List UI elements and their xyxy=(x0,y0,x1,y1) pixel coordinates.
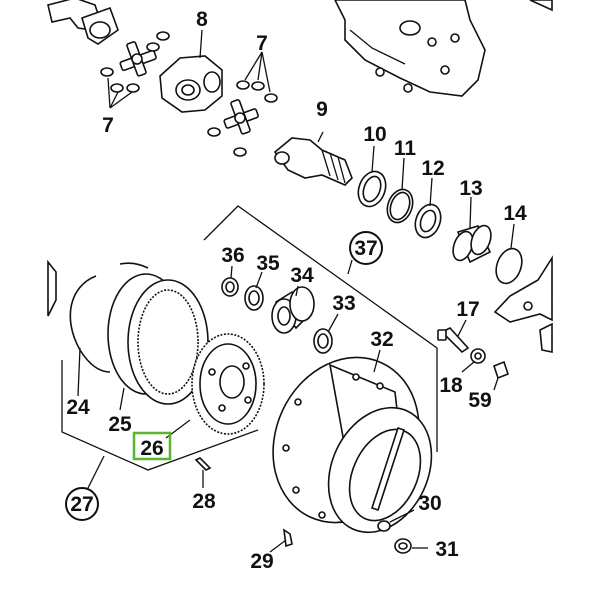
label-13: 13 xyxy=(459,177,482,200)
bolt-17 xyxy=(437,319,470,354)
bearing-33 xyxy=(313,313,339,354)
label-14: 14 xyxy=(503,202,527,225)
seal-10 xyxy=(357,145,387,208)
steering-knuckle-fragment xyxy=(493,255,553,353)
center-yoke-8 xyxy=(159,55,223,113)
label-7-right: 7 xyxy=(256,32,268,55)
label-35: 35 xyxy=(256,252,280,275)
ring-gear-25 xyxy=(107,273,209,411)
housing-edge-left xyxy=(47,259,57,317)
circlip-11 xyxy=(386,157,414,224)
label-8: 8 xyxy=(196,8,208,31)
bracket-27 xyxy=(61,360,259,493)
label-30: 30 xyxy=(418,492,441,515)
bracket-37 xyxy=(203,205,438,452)
label-25: 25 xyxy=(108,413,132,436)
drive-shaft-9 xyxy=(273,131,353,186)
label-10: 10 xyxy=(363,123,386,146)
yoke-shaft-left xyxy=(47,0,119,45)
callout-ring-37 xyxy=(349,231,383,265)
seal-rings-7-right xyxy=(207,80,278,157)
bearing-12 xyxy=(414,177,442,239)
plug-59 xyxy=(493,360,509,391)
label-28: 28 xyxy=(192,490,216,513)
leader-lines-7 xyxy=(107,29,271,109)
label-12: 12 xyxy=(421,157,444,180)
spacer-13 xyxy=(452,196,492,264)
label-36: 36 xyxy=(221,244,244,267)
o-ring-24 xyxy=(69,262,149,397)
label-31: 31 xyxy=(435,538,459,561)
label-34: 34 xyxy=(290,264,314,287)
highlight-box-26 xyxy=(132,431,172,461)
universal-joint-cross-left xyxy=(119,41,157,77)
axle-housing-top-right xyxy=(334,0,553,97)
planet-gear-34 xyxy=(271,285,315,334)
label-18: 18 xyxy=(439,374,463,397)
sun-gear-26 xyxy=(165,333,265,439)
label-29: 29 xyxy=(250,550,273,573)
label-27: 27 xyxy=(70,493,93,516)
planet-carrier-housing-32 xyxy=(272,349,433,534)
label-17: 17 xyxy=(456,298,479,321)
label-26: 26 xyxy=(140,437,163,460)
label-37: 37 xyxy=(354,237,377,260)
label-33: 33 xyxy=(332,292,355,315)
plug-31 xyxy=(394,538,428,554)
callout-ring-27 xyxy=(65,487,99,521)
bearing-35 xyxy=(244,271,264,311)
o-ring-30 xyxy=(377,509,415,532)
label-11: 11 xyxy=(394,137,417,160)
circlip-14 xyxy=(495,223,523,285)
label-9: 9 xyxy=(316,98,328,121)
label-32: 32 xyxy=(370,328,393,351)
label-59: 59 xyxy=(468,389,491,412)
nut-18 xyxy=(461,348,486,373)
screw-28 xyxy=(194,457,212,488)
seal-rings-7-left xyxy=(100,31,170,93)
washer-36 xyxy=(221,265,239,297)
label-7-left: 7 xyxy=(102,114,114,137)
label-24: 24 xyxy=(66,396,90,419)
universal-joint-cross-right xyxy=(223,99,259,135)
screw-29 xyxy=(269,528,293,553)
